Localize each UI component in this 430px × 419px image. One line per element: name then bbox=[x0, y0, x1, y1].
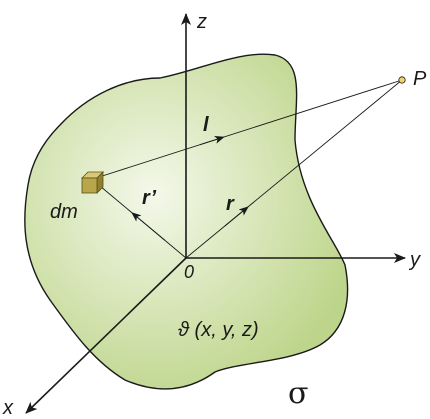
sigma-label: σ bbox=[288, 376, 308, 411]
r-prime-label: r’ bbox=[142, 187, 157, 209]
r-label: r bbox=[226, 193, 235, 215]
dm-cube bbox=[81, 171, 104, 194]
p-label: P bbox=[413, 68, 427, 90]
r-arrow bbox=[224, 206, 249, 227]
density-label: ϑ (x, y, z) bbox=[178, 319, 259, 341]
r-line bbox=[185, 79, 403, 259]
dm-label: dm bbox=[50, 201, 78, 223]
point-p bbox=[398, 76, 406, 84]
origin-label: 0 bbox=[184, 262, 194, 282]
r-prime-arrow bbox=[131, 212, 166, 241]
l-line bbox=[95, 79, 403, 179]
l-label: l bbox=[203, 114, 209, 136]
z-axis-label: z bbox=[196, 11, 207, 33]
cube-front-face bbox=[81, 177, 98, 194]
x-axis bbox=[25, 257, 187, 414]
l-arrow bbox=[199, 136, 225, 146]
y-axis-label: y bbox=[408, 249, 421, 271]
x-axis-label: x bbox=[2, 397, 14, 419]
